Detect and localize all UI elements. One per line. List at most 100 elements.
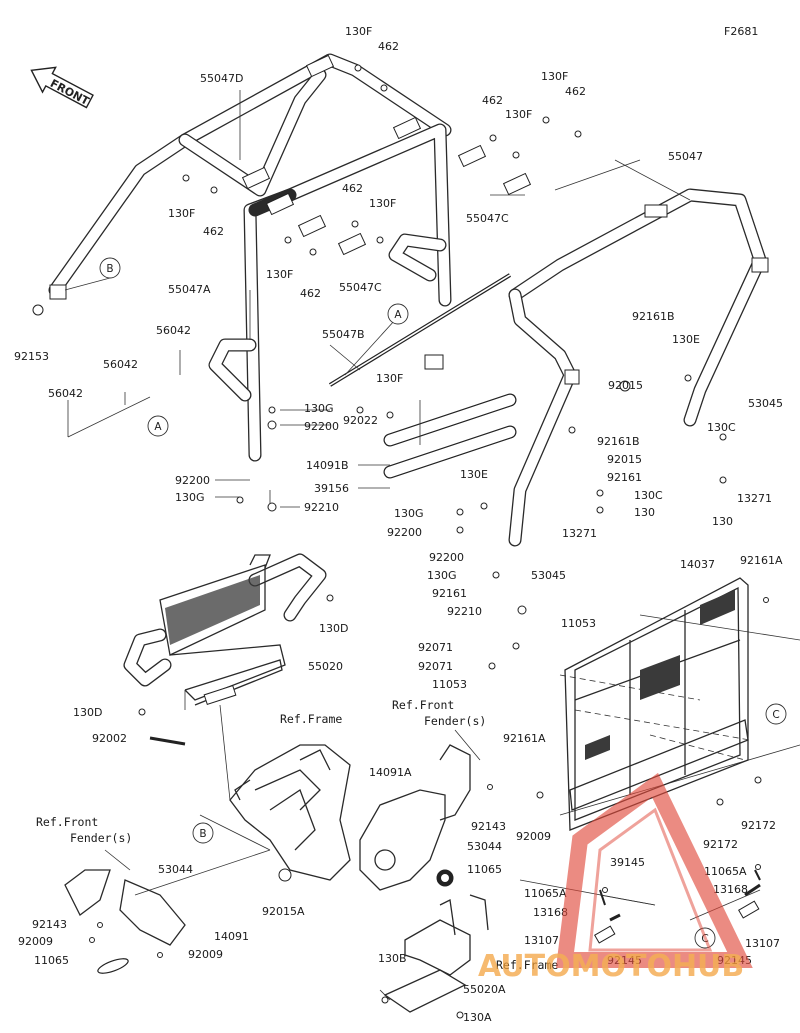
- label-39145: 39145: [610, 856, 645, 869]
- label-130E: 130E: [460, 468, 488, 481]
- label-92009: 92009: [188, 948, 223, 961]
- label-56042: 56042: [103, 358, 138, 371]
- label-130B: 130B: [378, 952, 407, 965]
- label-462: 462: [203, 225, 224, 238]
- ref-frame-note: Ref.Frame: [496, 958, 558, 972]
- label-130G: 130G: [304, 402, 334, 415]
- label-55047A: 55047A: [168, 283, 211, 296]
- label-92015A: 92015A: [262, 905, 305, 918]
- label-13107: 13107: [524, 934, 559, 947]
- latch-hardware: [149, 736, 761, 944]
- label-92200: 92200: [304, 420, 339, 433]
- label-13168: 13168: [713, 883, 748, 896]
- label-130F: 130F: [376, 372, 403, 385]
- label-462: 462: [482, 94, 503, 107]
- reference-notes: Ref.Frame Ref.Front Fender(s) Ref.Front …: [36, 698, 558, 972]
- svg-text:B: B: [106, 263, 113, 275]
- label-55047C: 55047C: [466, 212, 509, 225]
- callout-a-center: A: [387, 303, 409, 325]
- figure-code: F2681: [724, 25, 758, 38]
- svg-text:A: A: [394, 309, 402, 321]
- label-13107: 13107: [745, 937, 780, 950]
- front-guard-55020: [123, 553, 327, 706]
- label-92015: 92015: [607, 453, 642, 466]
- label-92143: 92143: [471, 820, 506, 833]
- label-130F: 130F: [505, 108, 532, 121]
- label-55047D: 55047D: [200, 72, 243, 85]
- label-55047C: 55047C: [339, 281, 382, 294]
- label-11065: 11065: [467, 863, 502, 876]
- callout-b-top: B: [99, 257, 121, 279]
- label-55047: 55047: [668, 150, 703, 163]
- label-53044: 53044: [158, 863, 193, 876]
- label-462: 462: [342, 182, 363, 195]
- bolts-and-nuts: [32, 64, 769, 1019]
- label-92161B: 92161B: [597, 435, 640, 448]
- label-92071: 92071: [418, 641, 453, 654]
- svg-text:A: A: [154, 421, 162, 433]
- label-92022: 92022: [343, 414, 378, 427]
- label-130F: 130F: [345, 25, 372, 38]
- label-92161: 92161: [432, 587, 467, 600]
- label-130G: 130G: [394, 507, 424, 520]
- ref-front-fender-note: Ref.Front: [36, 815, 98, 829]
- label-92009: 92009: [18, 935, 53, 948]
- front-direction-arrow: FRONT: [30, 66, 94, 109]
- callout-a-left: A: [147, 415, 169, 437]
- label-92009: 92009: [516, 830, 551, 843]
- label-130C: 130C: [634, 489, 663, 502]
- watermark-logo: AUTOMOTOHUB: [478, 772, 753, 984]
- part-number-labels: 130F 462 55047D 130F 462 462 130F 55047 …: [14, 25, 783, 1024]
- label-130: 130: [634, 506, 655, 519]
- label-92002: 92002: [92, 732, 127, 745]
- label-462: 462: [378, 40, 399, 53]
- label-13271: 13271: [562, 527, 597, 540]
- svg-text:B: B: [199, 828, 206, 840]
- label-130C: 130C: [707, 421, 736, 434]
- frame-reference: [229, 744, 351, 881]
- label-130G: 130G: [175, 491, 205, 504]
- label-92200: 92200: [429, 551, 464, 564]
- label-130F: 130F: [369, 197, 396, 210]
- label-130G: 130G: [427, 569, 457, 582]
- label-92153: 92153: [14, 350, 49, 363]
- label-92071: 92071: [418, 660, 453, 673]
- label-92172: 92172: [703, 838, 738, 851]
- label-92161A: 92161A: [503, 732, 546, 745]
- roll-cage: [48, 53, 769, 547]
- ref-frame-note: Ref.Frame: [280, 712, 342, 726]
- label-130F: 130F: [168, 207, 195, 220]
- label-130A: 130A: [463, 1011, 492, 1024]
- label-92210: 92210: [304, 501, 339, 514]
- label-92161B: 92161B: [632, 310, 675, 323]
- label-92172: 92172: [741, 819, 776, 832]
- label-56042: 56042: [48, 387, 83, 400]
- label-14091: 14091: [214, 930, 249, 943]
- label-14091B: 14091B: [306, 459, 349, 472]
- label-53044: 53044: [467, 840, 502, 853]
- label-53045: 53045: [748, 397, 783, 410]
- front-label: FRONT: [48, 77, 92, 108]
- rear-screen-14037: [564, 577, 749, 831]
- label-130: 130: [712, 515, 733, 528]
- label-55047B: 55047B: [322, 328, 365, 341]
- label-92143: 92143: [32, 918, 67, 931]
- callout-b-bottom: B: [192, 822, 214, 844]
- label-92210: 92210: [447, 605, 482, 618]
- label-92015: 92015: [608, 379, 643, 392]
- callout-c-right: C: [765, 703, 787, 725]
- fender-panel-14091a: [359, 744, 471, 891]
- label-130F: 130F: [541, 70, 568, 83]
- label-130D: 130D: [73, 706, 102, 719]
- label-55020A: 55020A: [463, 983, 506, 996]
- ref-front-fender-note: Ref.Front: [392, 698, 454, 712]
- label-130F: 130F: [266, 268, 293, 281]
- svg-text:C: C: [772, 709, 779, 721]
- ref-front-fender-note: Fender(s): [424, 714, 486, 728]
- label-11065A: 11065A: [704, 865, 747, 878]
- label-130E: 130E: [672, 333, 700, 346]
- label-53045: 53045: [531, 569, 566, 582]
- label-11065A: 11065A: [524, 887, 567, 900]
- label-39156: 39156: [314, 482, 349, 495]
- label-11053: 11053: [561, 617, 596, 630]
